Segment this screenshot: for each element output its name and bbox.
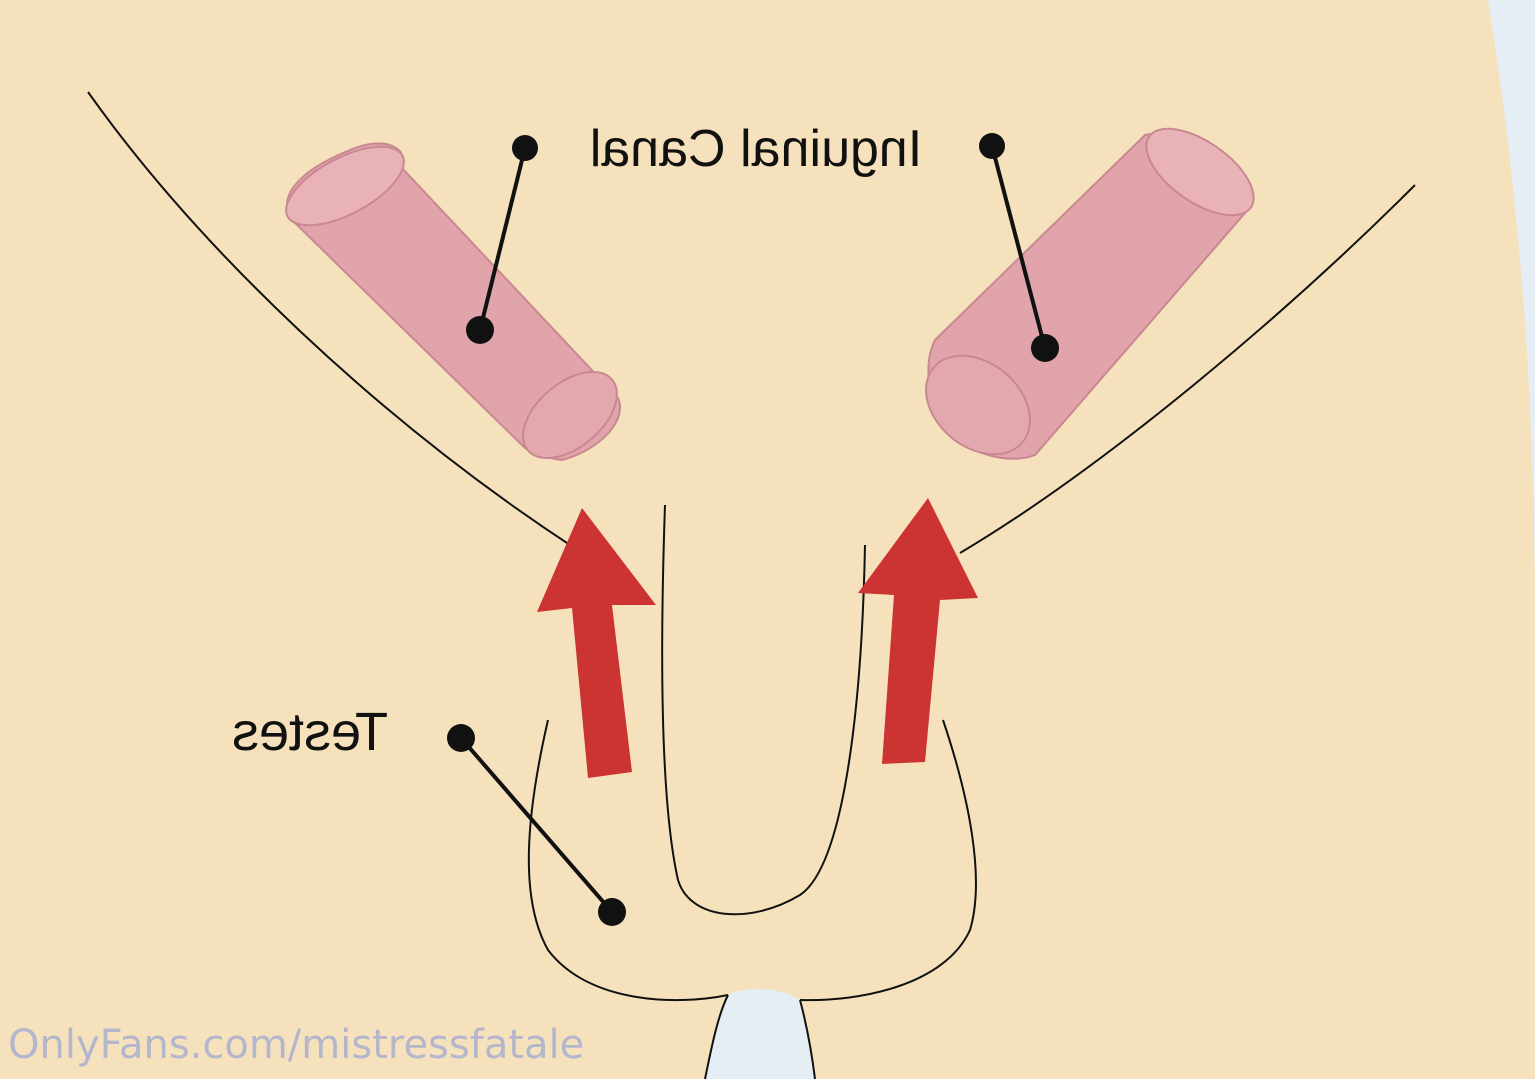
left-inguinal-canal [285, 142, 621, 462]
left-groin-line [87, 91, 571, 546]
inguinal-canal-right-pointer [979, 133, 1059, 362]
testes-label: Testes [232, 702, 388, 762]
right-arrow [858, 498, 978, 764]
right-inguinal-canal [925, 127, 1255, 460]
inguinal-canal-label: Inguinal Canal [590, 120, 922, 178]
watermark: OnlyFans.com/mistressfatale [8, 1022, 584, 1068]
leg-gap [705, 988, 815, 1079]
testes-pointer [447, 724, 626, 926]
leg-gap-left-edge [704, 994, 729, 1079]
leg-gap-right-edge [799, 999, 816, 1079]
scrotum-left-outline [527, 719, 729, 1002]
left-arrow [537, 508, 656, 778]
inguinal-canal-left-pointer [466, 135, 538, 344]
right-groin-line [959, 184, 1416, 554]
scrotum-right-outline [799, 719, 977, 1002]
penis-outline [661, 504, 866, 916]
